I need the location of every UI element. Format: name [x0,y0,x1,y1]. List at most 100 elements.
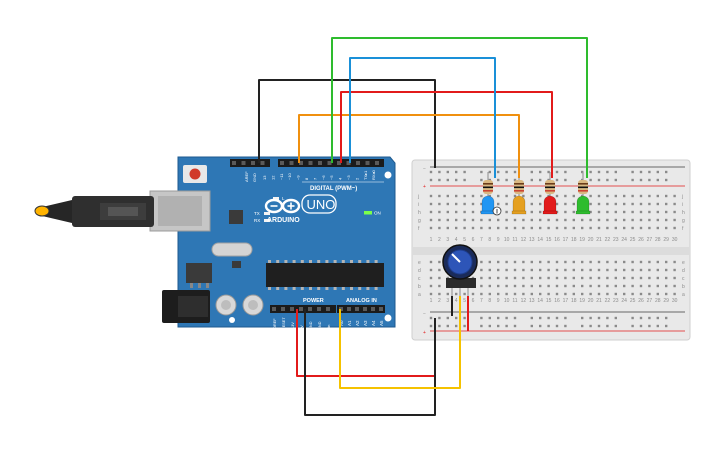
rail-hole[interactable] [581,170,584,174]
breadboard-hole[interactable] [530,276,533,280]
rail-hole[interactable] [530,170,533,174]
breadboard-hole[interactable] [564,210,567,214]
breadboard-hole[interactable] [606,202,609,206]
breadboard-hole[interactable] [564,276,567,280]
breadboard-hole[interactable] [539,292,542,296]
rail-hole[interactable] [606,178,609,182]
breadboard-hole[interactable] [589,260,592,264]
wire-blue[interactable] [349,57,496,178]
led[interactable] [511,195,527,215]
breadboard-hole[interactable] [673,226,676,230]
breadboard-hole[interactable] [513,292,517,296]
breadboard-hole[interactable] [572,260,575,264]
breadboard-hole[interactable] [555,194,559,198]
rail-hole[interactable] [555,324,559,328]
led[interactable] [542,195,558,215]
breadboard-hole[interactable] [480,194,483,198]
breadboard-hole[interactable] [631,218,634,222]
breadboard-hole[interactable] [581,226,584,230]
rail-hole[interactable] [665,178,668,182]
breadboard-hole[interactable] [480,284,483,288]
breadboard-hole[interactable] [539,202,542,206]
breadboard-hole[interactable] [497,202,500,206]
breadboard-hole[interactable] [606,276,609,280]
rail-hole[interactable] [606,316,609,320]
breadboard-hole[interactable] [429,268,433,272]
breadboard-hole[interactable] [505,210,508,214]
breadboard-hole[interactable] [547,268,550,272]
breadboard-hole[interactable] [471,226,475,230]
led[interactable] [575,195,591,215]
rail-hole[interactable] [656,316,659,320]
rail-hole[interactable] [438,316,441,320]
rail-hole[interactable] [597,178,601,182]
breadboard-hole[interactable] [597,260,601,264]
rail-hole[interactable] [589,324,592,328]
rail-hole[interactable] [488,316,491,320]
rail-hole[interactable] [429,324,433,328]
rail-hole[interactable] [614,178,617,182]
breadboard-hole[interactable] [673,260,676,264]
breadboard-hole[interactable] [513,194,517,198]
rail-hole[interactable] [581,316,584,320]
breadboard-hole[interactable] [522,226,525,230]
rail-hole[interactable] [639,170,643,174]
rail-hole[interactable] [656,178,659,182]
breadboard-hole[interactable] [438,276,441,280]
breadboard-hole[interactable] [648,226,651,230]
breadboard-hole[interactable] [597,210,601,214]
breadboard-hole[interactable] [597,292,601,296]
reset-button-cap[interactable] [189,168,201,180]
breadboard-hole[interactable] [606,218,609,222]
breadboard-hole[interactable] [564,284,567,288]
breadboard-hole[interactable] [488,276,491,280]
breadboard-hole[interactable] [597,202,601,206]
breadboard-hole[interactable] [429,226,433,230]
breadboard-hole[interactable] [656,210,659,214]
breadboard-hole[interactable] [497,292,500,296]
breadboard-hole[interactable] [639,202,643,206]
breadboard-hole[interactable] [648,210,651,214]
breadboard-hole[interactable] [438,292,441,296]
rail-hole[interactable] [488,324,491,328]
breadboard-hole[interactable] [530,292,533,296]
breadboard-hole[interactable] [522,284,525,288]
breadboard-hole[interactable] [480,202,483,206]
breadboard-hole[interactable] [606,226,609,230]
header-pin[interactable] [363,307,367,311]
breadboard-hole[interactable] [614,210,617,214]
breadboard-hole[interactable] [530,218,533,222]
breadboard-hole[interactable] [648,218,651,222]
breadboard-hole[interactable] [513,226,517,230]
breadboard-hole[interactable] [480,276,483,280]
breadboard-hole[interactable] [480,226,483,230]
rail-hole[interactable] [480,324,483,328]
breadboard-hole[interactable] [572,268,575,272]
breadboard-hole[interactable] [606,268,609,272]
breadboard-hole[interactable] [581,292,584,296]
breadboard-hole[interactable] [631,292,634,296]
breadboard-hole[interactable] [513,268,517,272]
breadboard-hole[interactable] [589,202,592,206]
breadboard-hole[interactable] [446,292,449,296]
breadboard-hole[interactable] [505,284,508,288]
header-pin[interactable] [355,307,359,311]
rail-hole[interactable] [539,178,542,182]
header-pin[interactable] [251,161,255,165]
breadboard-hole[interactable] [564,268,567,272]
rail-hole[interactable] [446,178,449,182]
rail-hole[interactable] [463,178,466,182]
rail-hole[interactable] [505,178,508,182]
breadboard-hole[interactable] [547,226,550,230]
breadboard-hole[interactable] [547,276,550,280]
breadboard-hole[interactable] [488,268,491,272]
rail-hole[interactable] [505,316,508,320]
breadboard-hole[interactable] [572,292,575,296]
breadboard-hole[interactable] [530,268,533,272]
header-pin[interactable] [346,161,351,165]
breadboard-hole[interactable] [438,260,441,264]
header-pin[interactable] [241,161,246,165]
rail-hole[interactable] [429,170,433,174]
breadboard-hole[interactable] [639,210,643,214]
breadboard-hole[interactable] [530,226,533,230]
